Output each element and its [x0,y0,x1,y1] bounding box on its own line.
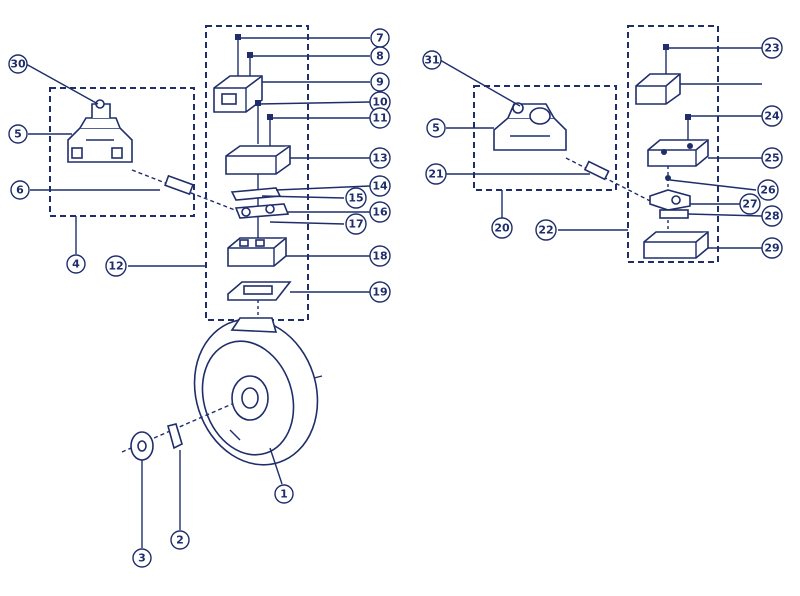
center-assembly-group [205,25,309,321]
callouts: 30 5 6 4 12 7 8 9 10 11 13 14 15 16 17 1… [8,28,783,568]
callout-11: 11 [369,107,391,129]
center-part-19-gasket [227,281,292,301]
svg-text:30: 30 [10,58,26,71]
callout-24: 24 [761,105,783,127]
callout-18: 18 [369,245,391,267]
svg-text:24: 24 [764,110,780,123]
callout-30: 30 [8,54,28,74]
svg-text:15: 15 [348,192,363,205]
callout-8: 8 [370,46,390,66]
callout-5-right: 5 [426,118,446,138]
svg-text:5: 5 [14,128,22,141]
callout-7: 7 [370,28,390,48]
far-right-plate-25 [647,139,709,167]
callout-6: 6 [10,180,30,200]
svg-text:23: 23 [764,42,779,55]
left-group-dashed-box [49,87,195,217]
svg-text:28: 28 [764,210,779,223]
center-group-dashed-box [205,25,309,321]
left-part-5-body [67,99,133,163]
callout-9: 9 [370,72,390,92]
svg-text:5: 5 [432,122,440,135]
callout-21: 21 [425,163,447,185]
svg-text:12: 12 [108,260,123,273]
svg-text:17: 17 [348,218,363,231]
svg-text:19: 19 [372,286,387,299]
svg-text:16: 16 [372,206,388,219]
right-part-5-body [493,102,567,151]
callout-29: 29 [761,237,783,259]
housing-part-1 [193,300,323,466]
callout-22: 22 [535,219,557,241]
svg-text:11: 11 [372,112,387,125]
callout-17: 17 [345,213,367,235]
svg-text:25: 25 [764,152,779,165]
right-shaft-line [565,157,661,207]
svg-text:27: 27 [742,198,757,211]
svg-text:21: 21 [428,168,443,181]
callout-1: 1 [274,484,294,504]
far-right-parts-26-28 [649,175,691,219]
callout-3: 3 [132,548,152,568]
svg-text:31: 31 [424,54,439,67]
right-assembly-group [473,85,661,207]
callout-5-left: 5 [8,124,28,144]
leader-lines [25,37,763,548]
svg-text:13: 13 [372,152,387,165]
left-part-6-shaft [131,169,241,213]
svg-text:8: 8 [376,50,384,63]
callout-28: 28 [761,205,783,227]
center-parts-14-17-linkage [230,174,290,240]
callout-25: 25 [761,147,783,169]
left-assembly-group [49,87,241,217]
right-group-dashed-box [473,85,617,191]
center-part-18-block [227,237,287,267]
right-part-21-coupler [583,160,610,181]
callout-14: 14 [369,175,391,197]
shaft-parts-2-3 [121,403,233,461]
far-right-base-29 [643,231,709,259]
callout-15: 15 [345,187,367,209]
far-right-assembly-group [627,25,719,263]
svg-text:9: 9 [376,76,384,89]
svg-text:6: 6 [16,184,24,197]
clip-part-2 [167,423,183,450]
svg-text:7: 7 [376,32,384,45]
svg-text:4: 4 [72,258,80,271]
callout-23: 23 [761,37,783,59]
callout-20: 20 [491,217,513,239]
callout-4: 4 [66,254,86,274]
svg-text:2: 2 [176,534,184,547]
svg-text:18: 18 [372,250,387,263]
callout-12: 12 [105,255,127,277]
callout-31: 31 [422,50,442,70]
svg-text:22: 22 [538,224,553,237]
callout-2: 2 [170,530,190,550]
callout-13: 13 [369,147,391,169]
far-right-top-block [635,73,681,105]
callout-27: 27 [739,193,761,215]
svg-text:3: 3 [138,552,146,565]
callout-10: 10 [369,91,391,113]
svg-text:20: 20 [494,222,510,235]
svg-text:14: 14 [372,180,388,193]
svg-text:26: 26 [760,184,776,197]
center-part-13-plate [225,145,291,175]
callout-19: 19 [369,281,391,303]
center-part-9-block [213,75,263,113]
callout-16: 16 [369,201,391,223]
svg-text:29: 29 [764,242,779,255]
svg-text:1: 1 [280,488,288,501]
callout-26: 26 [757,179,779,201]
far-right-group-dashed-box [627,25,719,263]
svg-text:10: 10 [372,96,388,109]
